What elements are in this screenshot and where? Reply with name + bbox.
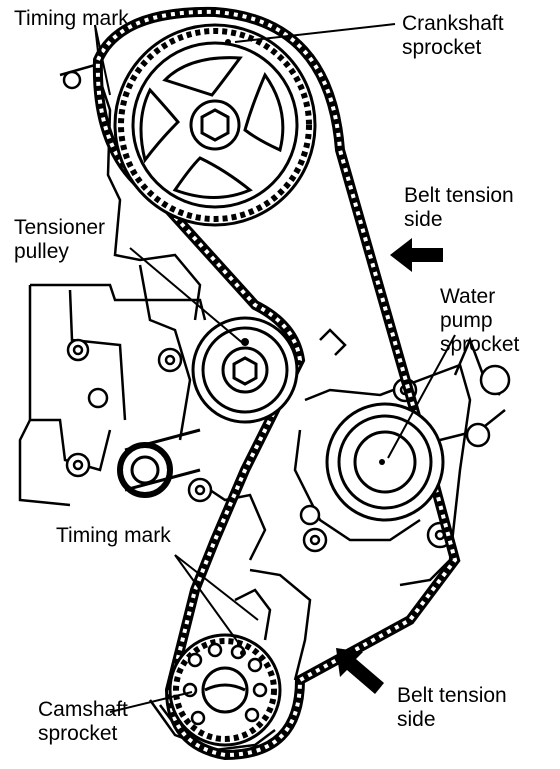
- timing-mark-label-top: Timing mark: [14, 7, 129, 30]
- belt-tension-side-upper-line2: side: [404, 208, 443, 231]
- belt-tension-side-lower-line2: side: [397, 708, 436, 731]
- water-pump-sprocket-label-line2: pump: [440, 309, 493, 332]
- idler-pulley: [117, 428, 201, 498]
- housing-bolts: [62, 70, 511, 553]
- belt-tension-side-label-lower: Belt tension side: [397, 684, 507, 732]
- belt-tension-side-label-upper: Belt tension side: [404, 184, 514, 232]
- water-pump-sprocket-label: Water pump sprocket: [440, 285, 519, 357]
- camshaft-sprocket-label: Camshaft sprocket: [38, 698, 128, 746]
- leader-lines: [94, 23, 456, 713]
- water-pump-sprocket-label-line3: sprocket: [440, 333, 520, 356]
- tensioner-pulley-label: Tensioner pulley: [14, 216, 105, 264]
- camshaft-sprocket-label-line1: Camshaft: [38, 698, 128, 721]
- belt-tension-arrow-lower: [336, 648, 384, 694]
- belt-tension-side-upper-line1: Belt tension: [404, 184, 514, 207]
- water-pump-sprocket-label-line1: Water: [440, 285, 496, 308]
- timing-belt: [92, 6, 461, 761]
- belt-tension-arrow-upper: [390, 238, 443, 272]
- timing-mark-label-bottom: Timing mark: [56, 524, 171, 547]
- crankshaft-sprocket-label-line2: sprocket: [402, 36, 482, 59]
- tensioner-pulley: [191, 316, 299, 424]
- belt-tension-side-lower-line1: Belt tension: [397, 684, 507, 707]
- crankshaft-sprocket-label: Crankshaft sprocket: [402, 12, 504, 60]
- tensioner-pulley-label-line2: pulley: [14, 240, 69, 263]
- engine-housing: [18, 63, 506, 752]
- tensioner-pulley-label-line1: Tensioner: [14, 216, 106, 239]
- crankshaft-sprocket: [113, 23, 317, 227]
- water-pump-sprocket: [325, 402, 445, 522]
- crankshaft-sprocket-label-line1: Crankshaft: [402, 12, 504, 35]
- camshaft-sprocket: [168, 633, 282, 747]
- camshaft-sprocket-label-line2: sprocket: [38, 722, 118, 745]
